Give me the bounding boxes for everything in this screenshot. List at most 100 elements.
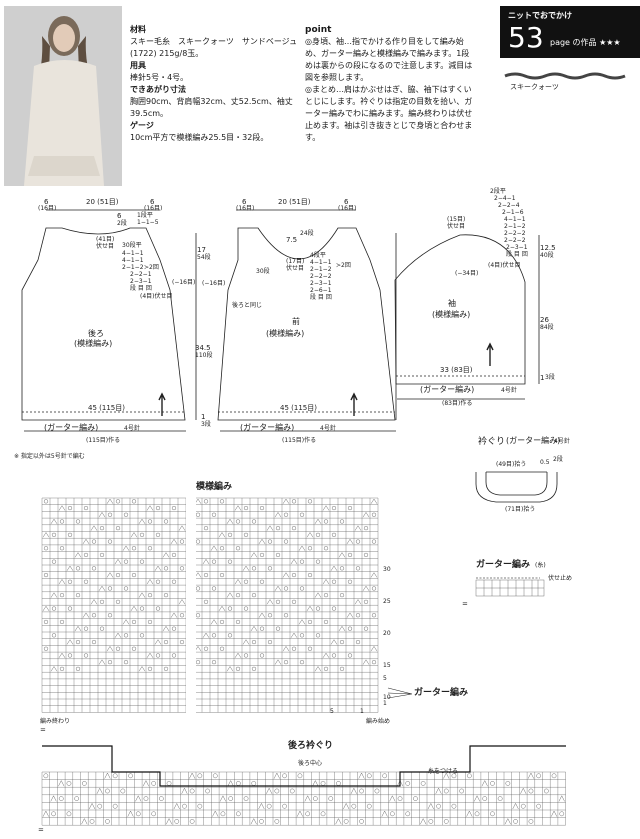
pattern-chart-dec-mark xyxy=(146,579,154,585)
pattern-chart-dec-mark xyxy=(306,532,314,538)
neck-chart-yo-mark xyxy=(205,788,210,794)
point-block: point ◎身頃、袖…指でかける作り目をして編み始め、ガーター編みと模様編みで… xyxy=(305,24,475,144)
pattern-chart-dec-mark xyxy=(354,599,362,605)
front-sub: (模様編み) xyxy=(266,329,305,338)
pattern-chart-yo-mark xyxy=(363,526,369,531)
pattern-chart-yo-mark xyxy=(91,613,97,618)
sleeve-width: 33 (83目) xyxy=(440,366,473,374)
pattern-chart-yo-mark xyxy=(315,633,321,638)
pattern-chart-yo-mark xyxy=(227,633,233,638)
pattern-chart-yo-mark xyxy=(355,613,361,618)
pattern-chart-yo-mark xyxy=(371,586,377,591)
neck-chart-yo-mark xyxy=(528,819,534,824)
neck-chart-dec-mark xyxy=(481,780,488,787)
pattern-chart-yo-mark xyxy=(43,546,49,551)
pattern-chart-yo-mark xyxy=(331,532,337,537)
neck-chart-yo-mark xyxy=(482,796,488,801)
pattern-chart-grid xyxy=(41,496,379,716)
front-neck-dec-1: 4−1−1 xyxy=(310,259,332,266)
pattern-chart-yo-mark xyxy=(59,666,65,671)
neck-chart-yo-mark xyxy=(274,819,280,824)
pattern-chart-yo-mark xyxy=(75,593,81,598)
neck-chart-dec-mark xyxy=(350,787,357,794)
neck-chart-dec-mark xyxy=(166,818,173,825)
neck-chart-dec-mark xyxy=(173,803,180,810)
pattern-chart-yo-mark xyxy=(275,552,281,558)
pattern-chart-dec-mark xyxy=(298,619,306,625)
back-label: 後ろ xyxy=(88,329,104,338)
pattern-chart-dec-mark xyxy=(290,632,298,638)
neck-chart-yo-mark xyxy=(513,819,518,824)
pattern-legend: = xyxy=(40,726,46,734)
gauge-text: 10cm平方で模様編み25.5目・32段。 xyxy=(130,133,269,142)
sleeve-outline xyxy=(394,234,526,385)
yarn-attach-label: 糸をつける xyxy=(428,768,459,775)
pattern-chart-dec-mark xyxy=(178,599,186,605)
pattern-chart-dec-mark xyxy=(290,558,298,565)
pattern-chart-yo-mark xyxy=(347,653,353,658)
neck-chart-dec-mark xyxy=(520,787,527,794)
pattern-chart-dec-mark xyxy=(234,579,242,585)
needle-note: ※ 指定以外は5号針で編む xyxy=(14,453,85,460)
pattern-chart-yo-mark xyxy=(107,660,113,665)
pattern-chart-yo-mark xyxy=(123,512,129,517)
pattern-chart-dec-mark xyxy=(370,572,378,578)
back-sub: (模様編み) xyxy=(74,339,113,348)
pattern-chart-yo-mark xyxy=(123,559,129,564)
neck-chart-yo-mark xyxy=(166,781,172,786)
pattern-chart-dec-mark xyxy=(258,538,266,544)
sleeve-cap-top-st: (15目) xyxy=(447,216,466,223)
pattern-chart-yo-mark xyxy=(227,606,233,611)
pattern-chart-yo-mark xyxy=(307,646,313,651)
pattern-chart-yo-mark xyxy=(83,579,89,584)
neck-chart-yo-mark xyxy=(490,811,495,817)
neck-chart-dec-mark xyxy=(504,818,511,825)
pattern-chart-yo-mark xyxy=(211,586,217,591)
neck-chart-yo-mark xyxy=(413,796,418,801)
neck-chart-yo-mark xyxy=(343,819,349,824)
pattern-chart-dec-mark xyxy=(266,599,274,605)
neck-chart-yo-mark xyxy=(212,773,218,779)
pattern-chart-yo-mark xyxy=(131,646,137,651)
neck-chart-dec-mark xyxy=(135,795,142,802)
neck-chart-yo-mark xyxy=(259,819,264,824)
pattern-chart-yo-mark xyxy=(299,633,305,638)
neck-legend: = xyxy=(38,826,44,834)
pattern-chart-dec-mark xyxy=(50,592,58,598)
pattern-chart-yo-mark xyxy=(67,606,73,611)
pattern-chart-yo-mark xyxy=(267,539,273,544)
pattern-chart-dec-mark xyxy=(298,545,306,551)
neckband-h: 0.5 xyxy=(540,459,550,466)
sleeve-cap-row-2: 2−2−4 xyxy=(498,202,520,209)
front-outline xyxy=(217,227,396,421)
pattern-chart-dec-mark xyxy=(170,612,178,618)
pattern-chart-yo-mark xyxy=(67,579,73,584)
neck-chart-yo-mark xyxy=(189,819,195,824)
pattern-chart-yo-mark xyxy=(139,532,145,537)
pattern-chart-yo-mark xyxy=(147,619,153,625)
sleeve-body-h-rows: 84段 xyxy=(540,324,554,331)
garter-bind-off: 伏せ止め xyxy=(548,575,573,582)
back-garter-h-rows: 3段 xyxy=(201,421,211,428)
neck-chart-dec-mark xyxy=(96,787,103,794)
size-title: できあがり寸法 xyxy=(130,85,186,94)
pattern-chart-yo-mark xyxy=(131,619,137,625)
pattern-chart-yo-mark xyxy=(355,639,361,645)
pattern-chart-yo-mark xyxy=(75,639,81,645)
pattern-chart-yo-mark xyxy=(195,613,201,618)
front-neck-dec-5: 2−6−1 xyxy=(310,287,332,294)
pattern-chart-dec-mark xyxy=(50,518,58,524)
neckband-bottom: (71目)拾う xyxy=(505,506,536,513)
neck-chart-yo-mark xyxy=(559,811,565,817)
pattern-chart-dec-mark xyxy=(314,666,322,672)
front-garter: (ガーター編み) xyxy=(240,423,295,432)
sleeve-cap-top-label: 伏せ目 xyxy=(447,223,466,230)
pattern-chart-yo-mark xyxy=(283,586,289,591)
neck-chart-dec-mark xyxy=(181,787,188,794)
pattern-chart-yo-mark xyxy=(155,653,161,658)
pattern-chart-yo-mark xyxy=(323,619,329,625)
front-neck-dec-4: 2−3−1 xyxy=(310,280,332,287)
sleeve-side-st: (−34目) xyxy=(455,270,479,277)
front-cast: (115目)作る xyxy=(282,437,317,444)
pattern-chart-yo-mark xyxy=(355,566,361,571)
